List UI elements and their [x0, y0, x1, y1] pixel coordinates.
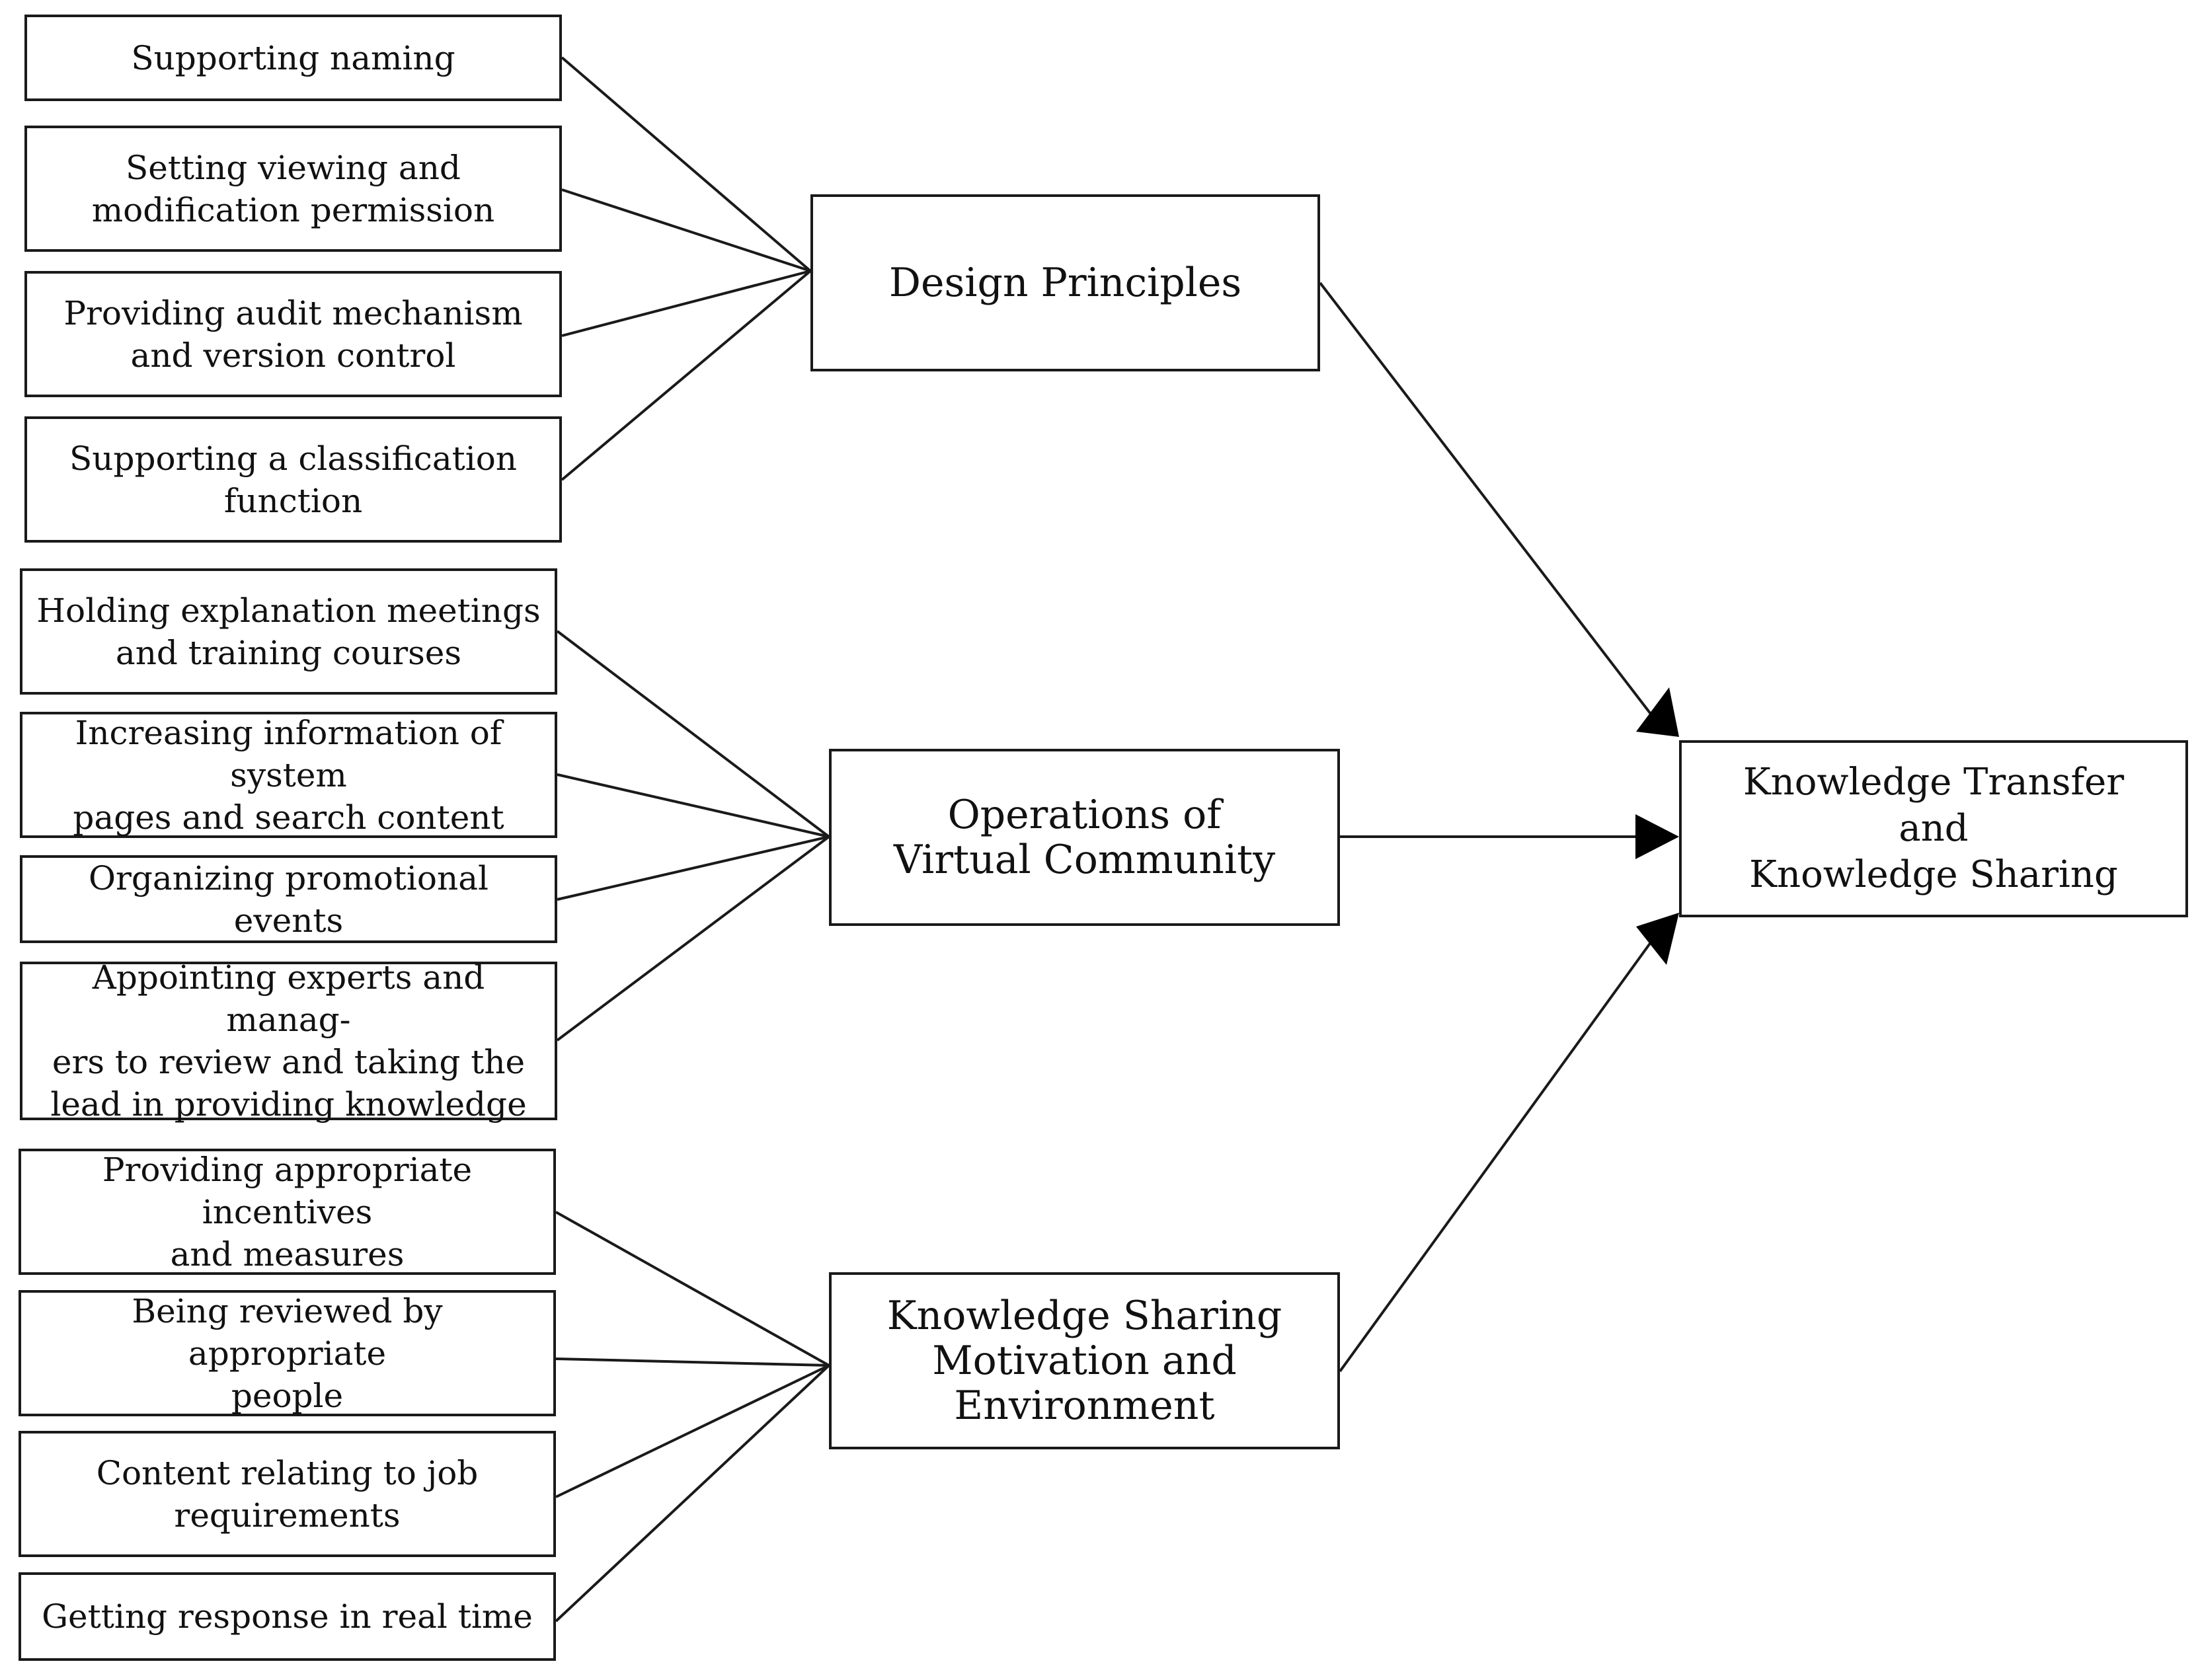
factor-appointing-experts: Appointing experts and manag- ers to rev… — [20, 958, 557, 1124]
factor-label: Increasing information of system pages a… — [73, 713, 504, 837]
factor-label: Supporting naming — [131, 38, 455, 77]
construct-label: Knowledge Sharing Motivation and Environ… — [886, 1293, 1282, 1429]
arrow-line-motivation-to-outcome — [1339, 938, 1654, 1373]
factor-label: Supporting a classification function — [69, 439, 518, 520]
construct-design-principles: Design Principles — [810, 194, 1320, 371]
factor-system-pages: Increasing information of system pages a… — [20, 712, 557, 838]
construct-operations-virtual-community: Operations of Virtual Community — [829, 749, 1340, 926]
factor-classification-function: Supporting a classification function — [24, 416, 562, 543]
factor-label: Getting response in real time — [42, 1597, 533, 1636]
construct-sharing-motivation: Knowledge Sharing Motivation and Environ… — [829, 1272, 1340, 1449]
arrow-line-design-to-outcome — [1319, 282, 1654, 718]
connector-promotional-events — [557, 835, 830, 901]
factor-viewing-permission: Setting viewing and modification permiss… — [24, 126, 562, 252]
connector-appointing-experts — [556, 835, 830, 1042]
arrowhead-motivation — [1636, 913, 1679, 965]
arrowhead-design — [1636, 687, 1679, 737]
outcome-knowledge-transfer-sharing: Knowledge Transfer and Knowledge Sharing — [1679, 740, 2188, 917]
connector-audit-mechanism — [561, 270, 811, 337]
connector-job-requirements — [555, 1364, 830, 1498]
connector-viewing-permission — [561, 188, 811, 272]
factor-appropriate-incentives: Providing appropriate incentives and mea… — [19, 1149, 556, 1275]
factor-label: Providing audit mechanism and version co… — [63, 293, 523, 375]
factor-label: Holding explanation meetings and trainin… — [36, 591, 541, 672]
connector-system-pages — [557, 773, 830, 838]
connector-incentives — [555, 1211, 830, 1367]
outcome-label: Knowledge Transfer and Knowledge Sharing — [1743, 761, 2125, 896]
factor-promotional-events: Organizing promotional events — [20, 855, 557, 943]
factor-explanation-meetings: Holding explanation meetings and trainin… — [20, 568, 557, 695]
factor-label: Organizing promotional events — [88, 859, 489, 940]
factor-label: Appointing experts and manag- ers to rev… — [50, 958, 527, 1124]
factor-label: Setting viewing and modification permiss… — [91, 148, 495, 229]
arrowhead-operations — [1635, 814, 1679, 859]
factor-real-time-response: Getting response in real time — [19, 1572, 556, 1661]
factor-supporting-naming: Supporting naming — [24, 15, 562, 101]
connector-explanation-meetings — [556, 630, 830, 838]
connector-real-time — [555, 1364, 830, 1623]
factor-label: Being reviewed by appropriate people — [132, 1291, 443, 1415]
factor-audit-mechanism: Providing audit mechanism and version co… — [24, 271, 562, 397]
factor-label: Providing appropriate incentives and mea… — [102, 1150, 473, 1274]
connector-supporting-naming — [561, 56, 812, 272]
connector-classification — [561, 270, 812, 481]
factor-reviewed-by-people: Being reviewed by appropriate people — [19, 1290, 556, 1416]
connector-reviewed-by — [555, 1357, 830, 1367]
factor-label: Content relating to job requirements — [96, 1453, 479, 1535]
construct-label: Design Principles — [888, 260, 1242, 306]
factor-job-requirements: Content relating to job requirements — [19, 1431, 556, 1557]
construct-label: Operations of Virtual Community — [893, 792, 1276, 883]
